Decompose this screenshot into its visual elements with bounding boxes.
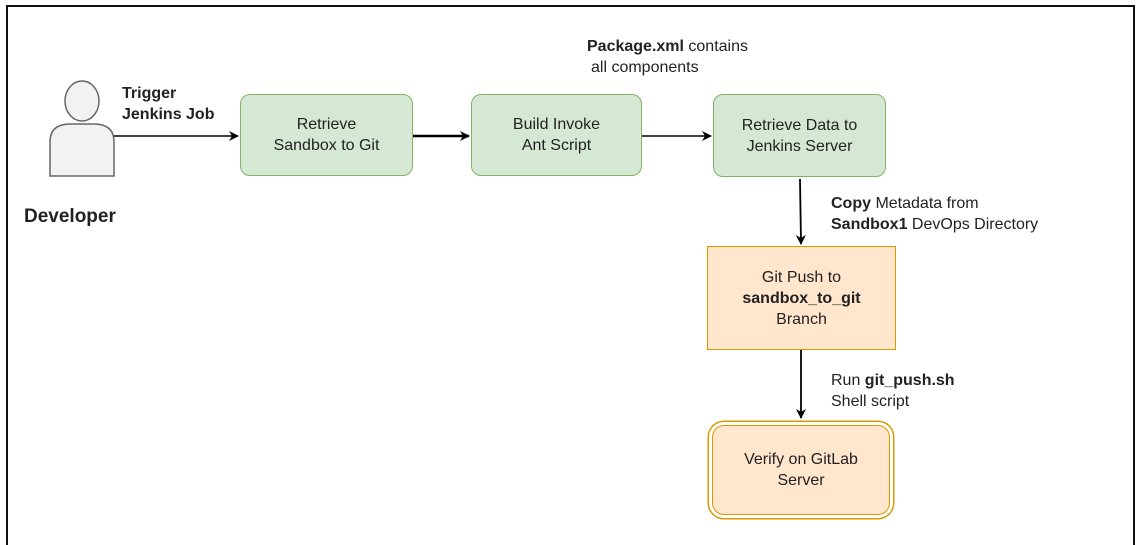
- build-invoke-node: Build Invoke Ant Script: [471, 94, 642, 176]
- git-push-node: Git Push to sandbox_to_git Branch: [707, 246, 896, 350]
- retrieve-data-node: Retrieve Data to Jenkins Server: [713, 94, 886, 177]
- retrieve-sandbox-node: Retrieve Sandbox to Git: [240, 94, 413, 176]
- package-label: Package.xml contains all components: [587, 38, 748, 76]
- copy-label: Copy Metadata from Sandbox1 DevOps Direc…: [831, 195, 1039, 233]
- verify-node: Verify on GitLab Server: [712, 425, 890, 515]
- run-label: Run git_push.sh Shell script: [831, 372, 955, 410]
- developer-label: Developer: [24, 206, 116, 227]
- edge-retrieve-data-to-git-push: [795, 178, 806, 245]
- diagram-frame: [6, 5, 1135, 545]
- trigger-label: Trigger Jenkins Job: [122, 85, 215, 123]
- developer-icon: [49, 80, 115, 177]
